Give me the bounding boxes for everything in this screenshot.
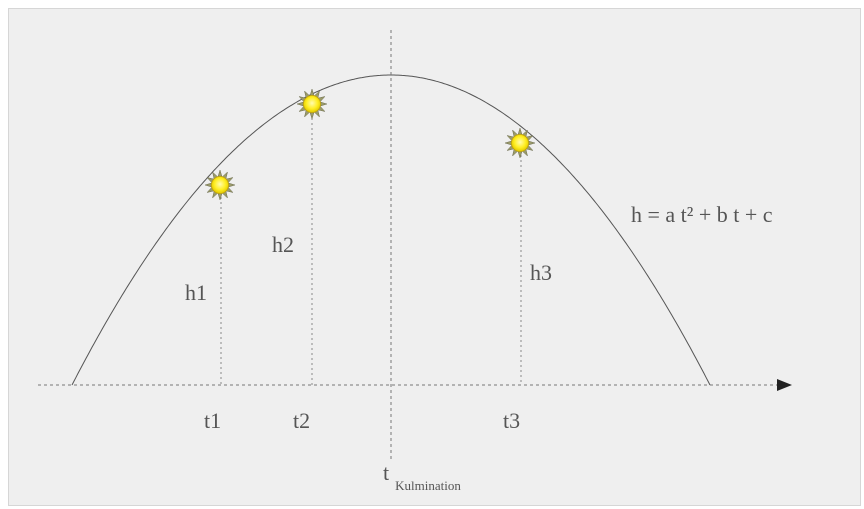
equation-label: h = a t² + b t + c [631,202,773,227]
sun-icon [204,169,236,201]
h3-label: h3 [530,260,552,285]
sun-icon [296,88,328,120]
x-axis-arrowhead [777,379,792,391]
culmination-label: tKulmination [383,460,461,493]
t2-label: t2 [293,408,311,433]
culmination-subscript: Kulmination [395,478,461,493]
t1-label: t1 [204,408,222,433]
diagram-frame [8,8,861,506]
culmination-symbol: t [383,460,390,485]
t3-label: t3 [503,408,521,433]
h1-label: h1 [185,280,207,305]
h2-label: h2 [272,232,294,257]
sun-icon [504,127,536,159]
